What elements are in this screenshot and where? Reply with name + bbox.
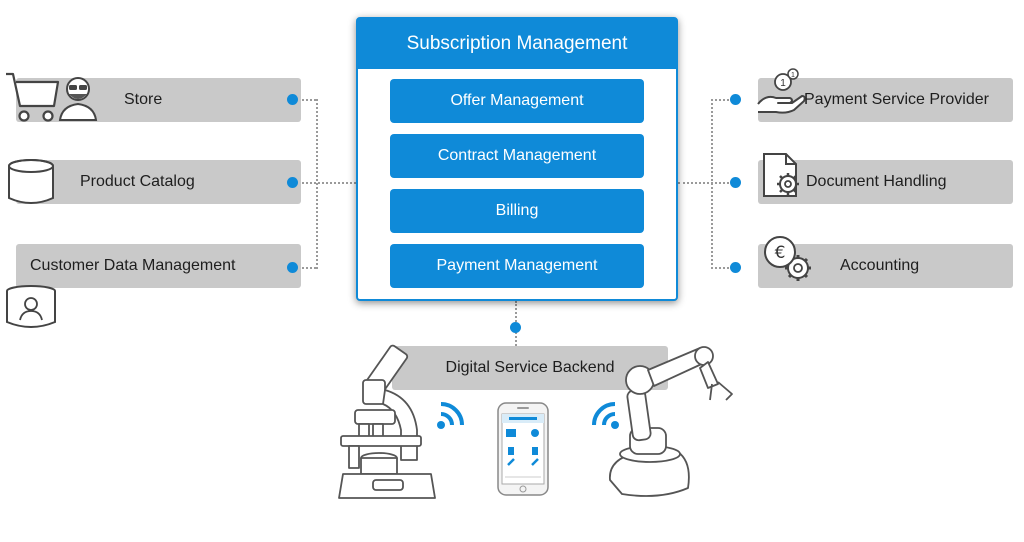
connector-right-vertical — [711, 99, 713, 269]
svg-text:1: 1 — [791, 72, 795, 79]
product-catalog-box: Product Catalog — [16, 160, 301, 204]
contract-management-module[interactable]: Contract Management — [390, 134, 644, 178]
document-handling-label: Document Handling — [806, 173, 947, 190]
connector-left-store — [298, 99, 316, 101]
microscope-icon — [338, 344, 436, 499]
store-label: Store — [124, 91, 163, 108]
backend-connector-dot — [510, 322, 521, 333]
connector-right-doc — [678, 182, 733, 184]
document-gear-icon — [763, 153, 799, 197]
svg-text:1: 1 — [780, 78, 786, 89]
hand-with-coins-icon: 1 1 — [757, 68, 806, 114]
product-catalog-label: Product Catalog — [80, 173, 195, 190]
smartphone-icon — [497, 402, 549, 496]
svg-text:€: € — [775, 243, 786, 263]
billing-module[interactable]: Billing — [390, 189, 644, 233]
store-connector-dot — [287, 94, 298, 105]
wireless-signal-icon — [437, 402, 464, 429]
catalog-connector-dot — [287, 177, 298, 188]
psp-connector-dot — [730, 94, 741, 105]
wireless-signal-icon — [592, 402, 619, 429]
document-connector-dot — [730, 177, 741, 188]
offer-management-module[interactable]: Offer Management — [390, 79, 644, 123]
payment-service-provider-box: Payment Service Provider — [758, 78, 1013, 122]
customer-data-label: Customer Data Management — [30, 257, 236, 274]
euro-gear-icon: € — [764, 236, 811, 281]
digital-service-backend-box: Digital Service Backend — [392, 346, 668, 390]
document-handling-box: Document Handling — [758, 160, 1013, 204]
customer-data-box: Customer Data Management — [16, 244, 301, 288]
shopping-cart-icon — [6, 72, 60, 122]
payment-service-provider-label: Payment Service Provider — [804, 91, 989, 108]
robot-arm-icon — [609, 346, 733, 497]
connector-left-vertical — [316, 99, 318, 269]
connector-left-customer — [298, 267, 316, 269]
database-icon — [8, 159, 54, 204]
payment-management-module[interactable]: Payment Management — [390, 244, 644, 288]
connector-left-catalog — [298, 182, 356, 184]
accounting-connector-dot — [730, 262, 741, 273]
accounting-label: Accounting — [840, 257, 920, 274]
user-avatar-icon — [58, 77, 98, 121]
digital-service-backend-label: Digital Service Backend — [445, 359, 615, 376]
user-card-icon — [6, 285, 56, 328]
connector-right-acc — [711, 267, 733, 269]
connector-right-psp — [711, 99, 733, 101]
customer-connector-dot — [287, 262, 298, 273]
subscription-management-panel: Subscription Management Offer Management… — [356, 17, 678, 301]
hub-title: Subscription Management — [358, 19, 676, 69]
